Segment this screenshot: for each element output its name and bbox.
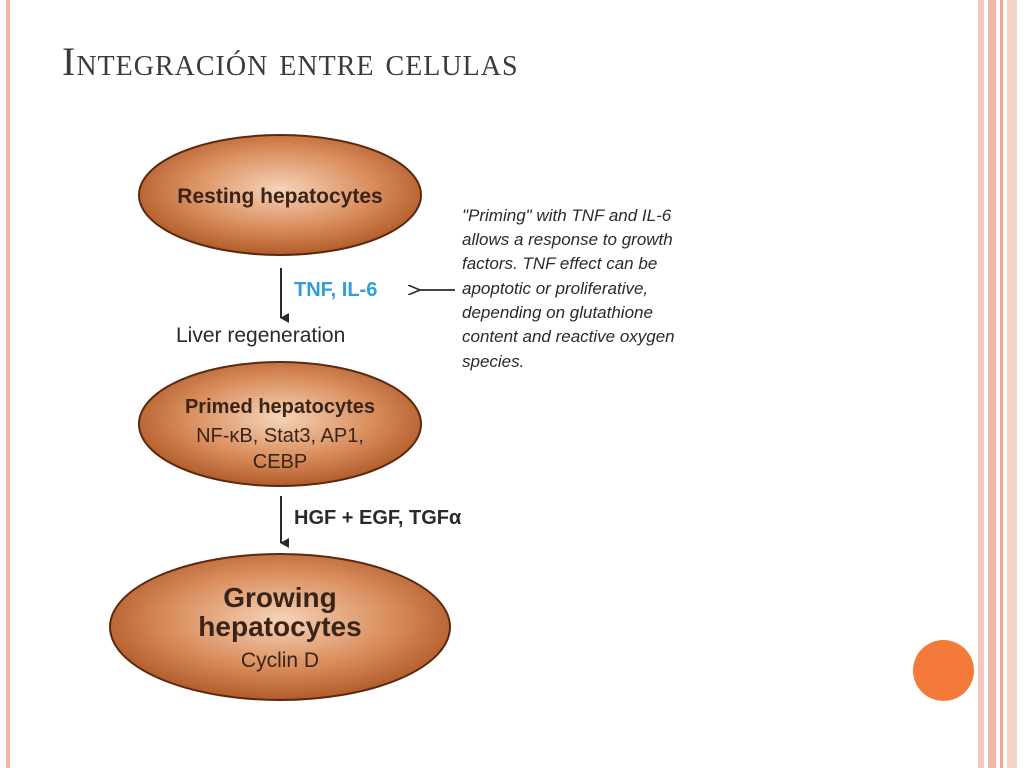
node-label-primed: Primed hepatocytes (185, 396, 375, 418)
accent-circle (913, 640, 974, 701)
edge-label-tnf-il6: TNF, IL-6 (294, 279, 377, 301)
right-stripe (1000, 0, 1003, 768)
note-line: content and reactive oxygen (462, 327, 675, 346)
node-sublabel-growing: Cyclin D (241, 649, 319, 672)
node-sublabel-primed: CEBP (253, 451, 307, 473)
note-line: allows a response to growth (462, 230, 673, 249)
right-stripe (988, 0, 996, 768)
note-line: depending on glutathione (462, 303, 653, 322)
edge-label-growth-factors: HGF + EGF, TGFα (294, 507, 462, 529)
slide-left-border (6, 0, 10, 768)
note-line: species. (462, 352, 524, 371)
slide-title: Integración entre celulas (62, 39, 519, 84)
edge-sublabel-liver-regeneration: Liver regeneration (176, 324, 345, 347)
right-stripe (1007, 0, 1017, 768)
node-resting-hepatocytes: Resting hepatocytes (138, 134, 422, 256)
priming-note: "Priming" with TNF and IL-6 allows a res… (462, 206, 675, 371)
note-line: "Priming" with TNF and IL-6 (462, 206, 672, 225)
note-line: factors. TNF effect can be (462, 254, 657, 273)
node-ellipse (109, 553, 451, 701)
node-primed-hepatocytes: Primed hepatocytes NF-κB, Stat3, AP1, CE… (138, 361, 422, 487)
node-growing-hepatocytes: Growing hepatocytes Cyclin D (109, 553, 451, 701)
node-ellipse (138, 134, 422, 256)
node-label-growing: Growing (223, 582, 337, 613)
note-line: apoptotic or proliferative, (462, 279, 648, 298)
slide-right-stripes (976, 0, 1024, 768)
node-sublabel-primed: NF-κB, Stat3, AP1, (196, 425, 364, 447)
node-label-resting: Resting hepatocytes (177, 185, 382, 208)
right-stripe (978, 0, 984, 768)
node-label-growing: hepatocytes (198, 611, 361, 642)
node-ellipse (138, 361, 422, 487)
